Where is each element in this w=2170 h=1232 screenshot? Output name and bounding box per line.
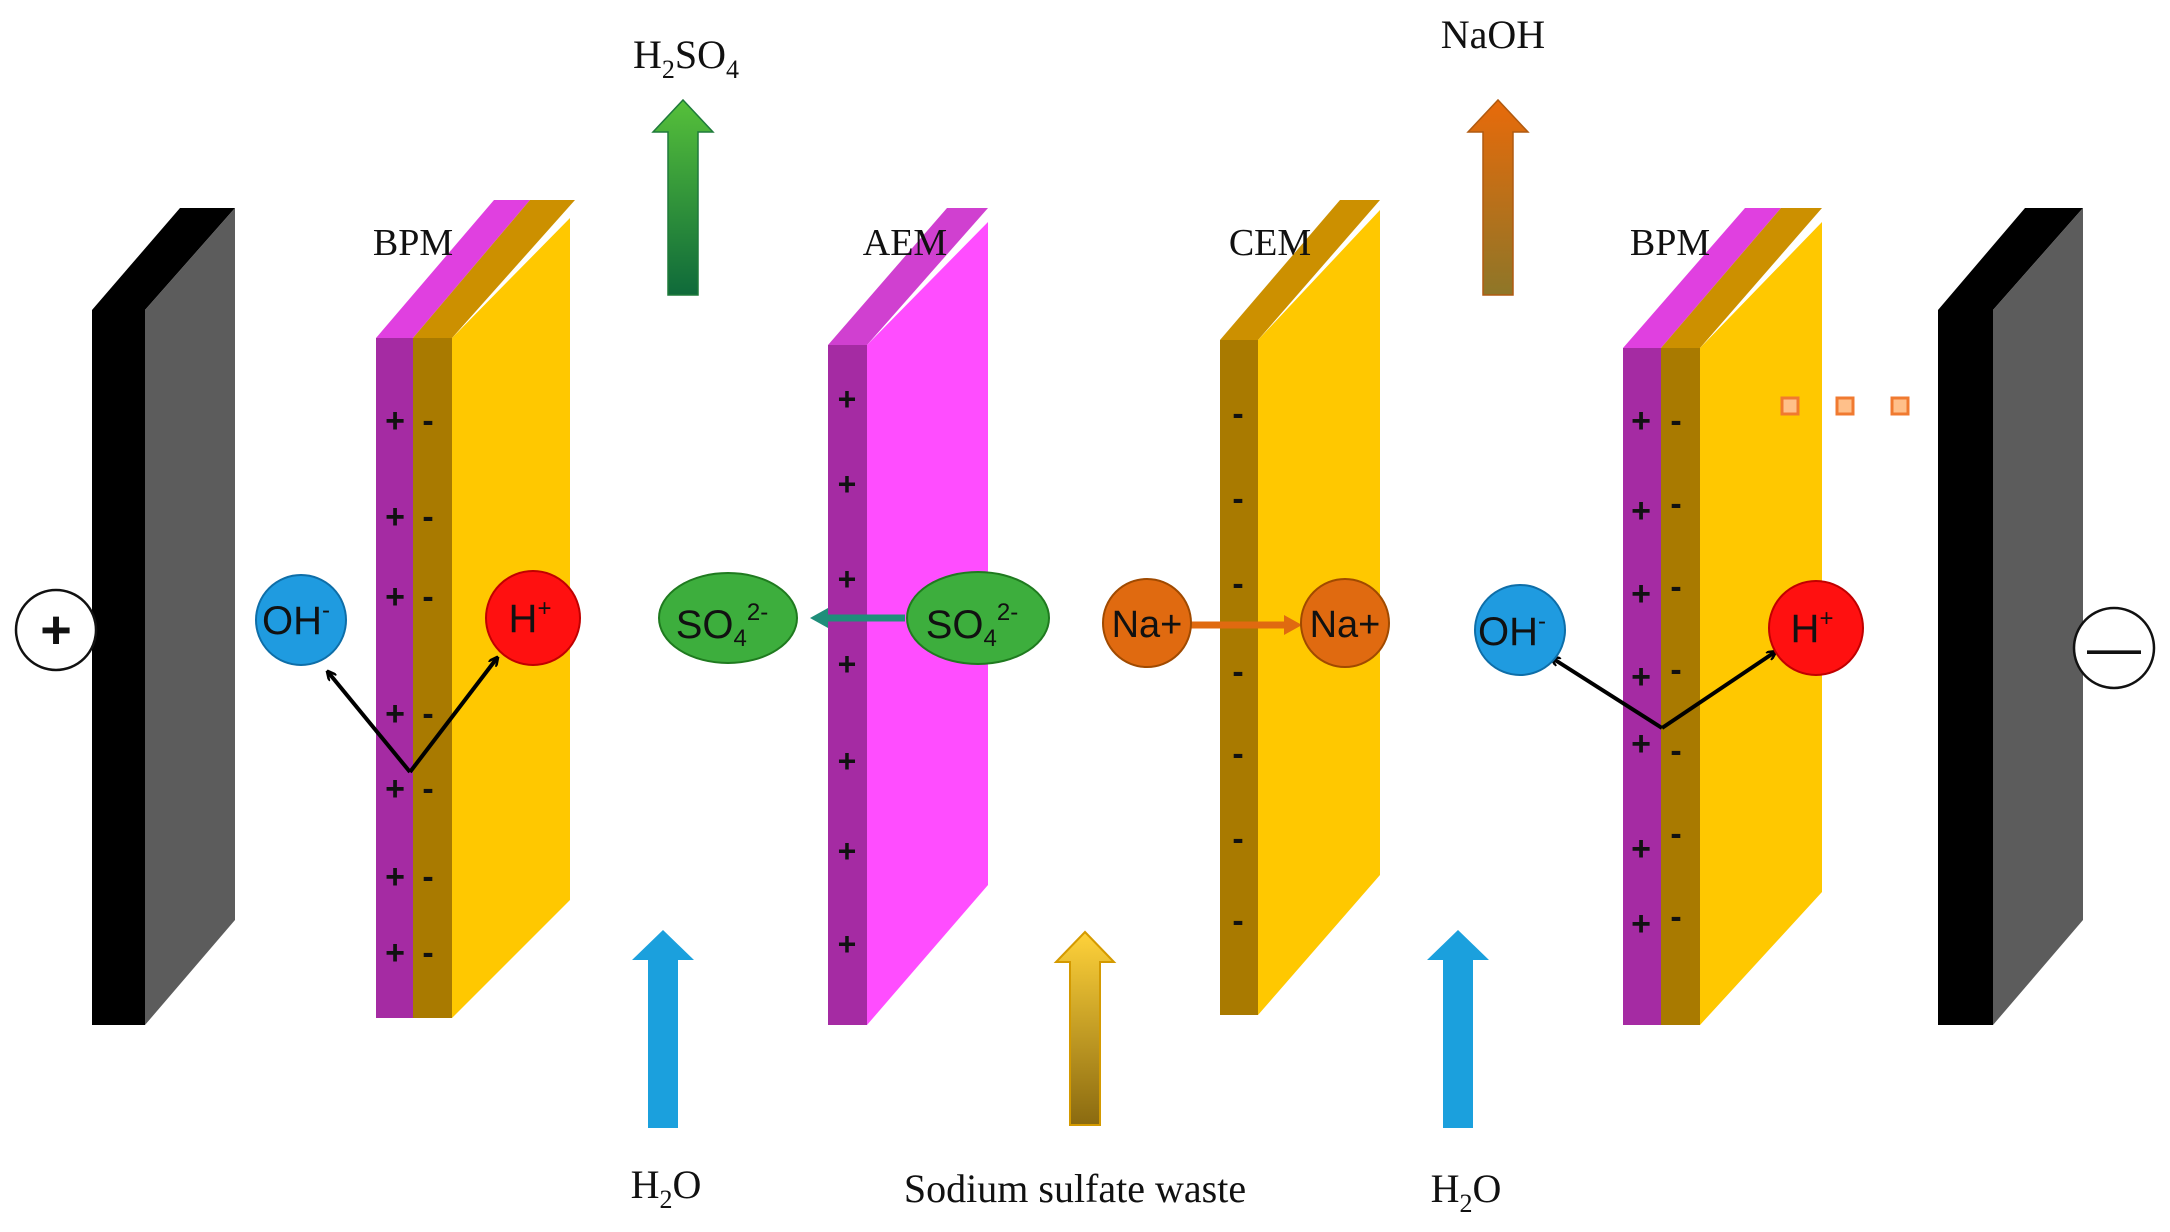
svg-text:+: + — [1631, 402, 1651, 440]
h-ion-right: H+ — [1768, 580, 1864, 676]
svg-text:+: + — [838, 561, 857, 597]
svg-text:-: - — [422, 695, 433, 733]
svg-text:+: + — [1631, 830, 1651, 868]
svg-text:+: + — [838, 466, 857, 502]
svg-text:-: - — [422, 770, 433, 808]
cathode-symbol: — — [2072, 606, 2156, 690]
svg-text:-: - — [422, 934, 433, 972]
oh-ion-left: OH- — [255, 574, 347, 666]
so4-ion-right: SO42- — [906, 571, 1050, 665]
svg-text:+: + — [838, 381, 857, 417]
water-split-arrows-left — [328, 658, 497, 774]
water-input-label-right: H2O — [1431, 1166, 1502, 1218]
svg-text:+: + — [1631, 905, 1651, 943]
water-input-arrow-left — [632, 930, 694, 1128]
svg-text:SO42-: SO42- — [926, 599, 1019, 652]
svg-text:-: - — [1232, 820, 1243, 858]
svg-text:H+: H+ — [509, 595, 552, 641]
svg-text:-: - — [1670, 815, 1681, 853]
svg-text:-: - — [1670, 651, 1681, 689]
h-ion-left: H+ — [485, 570, 581, 666]
continuation-dots — [1780, 396, 1910, 416]
bpm-left-label: BPM — [373, 222, 453, 264]
svg-text:-: - — [1232, 902, 1243, 940]
svg-text:-: - — [422, 402, 433, 440]
svg-text:-: - — [1670, 402, 1681, 440]
bpm-left-charges: + - + - + - + - + - + - + - — [385, 402, 434, 972]
so4-ion-left: SO42- — [658, 572, 798, 664]
svg-text:+: + — [385, 578, 405, 616]
svg-text:+: + — [385, 402, 405, 440]
svg-text:OH-: OH- — [262, 597, 330, 643]
svg-text:+: + — [385, 934, 405, 972]
water-input-arrow-right — [1427, 930, 1489, 1128]
svg-text:+: + — [1631, 575, 1651, 613]
so4-migration-arrow — [810, 608, 905, 628]
svg-text:SO42-: SO42- — [676, 599, 769, 652]
bpm-right-charges: + - + - + - + - + - + - + - — [1631, 402, 1682, 943]
anode-symbol: + — [14, 588, 98, 672]
anode-electrode — [92, 208, 235, 1025]
svg-text:Na+: Na+ — [1310, 604, 1381, 646]
svg-text:-: - — [422, 498, 433, 536]
oh-ion-right: OH- — [1474, 584, 1566, 676]
svg-text:H+: H+ — [1791, 605, 1834, 651]
svg-text:—: — — [2087, 618, 2141, 678]
svg-text:+: + — [40, 600, 72, 660]
svg-text:+: + — [1631, 492, 1651, 530]
svg-text:-: - — [422, 858, 433, 896]
svg-text:+: + — [838, 743, 857, 779]
svg-text:-: - — [1232, 565, 1243, 603]
svg-text:-: - — [1670, 485, 1681, 523]
water-split-arrows-right — [1552, 652, 1775, 730]
svg-text:+: + — [385, 858, 405, 896]
cem-label: CEM — [1229, 222, 1311, 264]
cathode-electrode — [1938, 208, 2083, 1025]
svg-text:-: - — [1232, 395, 1243, 433]
feed-input-arrow — [1053, 930, 1117, 1126]
svg-text:-: - — [1232, 653, 1243, 691]
svg-text:+: + — [1631, 658, 1651, 696]
aem-label: AEM — [863, 222, 947, 264]
bpm-right-membrane — [1623, 208, 1822, 1025]
na-migration-arrow — [1190, 615, 1302, 635]
bpm-left-membrane — [376, 200, 575, 1018]
svg-text:+: + — [838, 926, 857, 962]
acid-output-label: H2SO4 — [633, 32, 739, 84]
na-ion-right: Na+ — [1300, 578, 1390, 668]
feed-input-label: Sodium sulfate waste — [904, 1166, 1246, 1211]
cem-charges: - - - - - - - — [1232, 395, 1243, 940]
svg-text:+: + — [385, 695, 405, 733]
svg-text:+: + — [838, 646, 857, 682]
svg-text:-: - — [1232, 480, 1243, 518]
svg-text:-: - — [1670, 732, 1681, 770]
aem-charges: + + + + + + + — [838, 381, 857, 962]
svg-text:-: - — [1670, 898, 1681, 936]
svg-text:-: - — [422, 578, 433, 616]
svg-text:-: - — [1670, 568, 1681, 606]
svg-text:+: + — [838, 833, 857, 869]
svg-text:+: + — [385, 770, 405, 808]
svg-text:+: + — [385, 498, 405, 536]
base-output-arrow — [1466, 98, 1530, 296]
acid-output-arrow — [651, 98, 715, 296]
svg-text:-: - — [1232, 735, 1243, 773]
na-ion-left: Na+ — [1102, 578, 1192, 668]
svg-text:+: + — [1631, 725, 1651, 763]
svg-text:OH-: OH- — [1478, 608, 1546, 654]
svg-text:Na+: Na+ — [1112, 604, 1183, 646]
base-output-label: NaOH — [1441, 12, 1545, 57]
bpm-right-label: BPM — [1630, 222, 1710, 264]
water-input-label-left: H2O — [631, 1162, 702, 1214]
